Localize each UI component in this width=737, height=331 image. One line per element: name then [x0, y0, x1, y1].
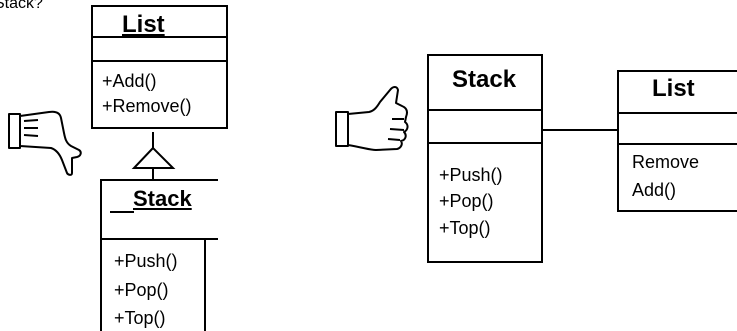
uml-class-stack	[427, 54, 543, 263]
caption-fragment: Stack?	[0, 0, 43, 12]
class-top-border	[100, 179, 218, 181]
class-divider	[427, 109, 543, 111]
method-remove: +Remove()	[102, 96, 192, 116]
association-line	[543, 129, 618, 131]
class-left-border	[100, 179, 102, 331]
method-remove: Remove	[632, 152, 700, 172]
method-pop: +Pop()	[114, 280, 169, 300]
class-divider	[100, 238, 218, 240]
class-divider	[617, 143, 737, 145]
class-right-border	[204, 238, 206, 331]
class-name-list: List	[652, 75, 695, 102]
method-top: +Top()	[439, 218, 491, 238]
uml-class-list-parent	[91, 5, 228, 129]
class-divider	[427, 142, 543, 144]
class-divider	[91, 60, 228, 62]
class-divider	[91, 36, 228, 38]
uml-class-list	[617, 70, 737, 212]
class-divider	[617, 112, 737, 114]
method-push: +Push()	[439, 165, 503, 185]
underline-extension	[110, 211, 134, 213]
method-top: +Top()	[114, 308, 166, 328]
class-name-stack: Stack	[133, 186, 192, 211]
method-add: +Add()	[102, 71, 157, 91]
class-name-stack: Stack	[452, 66, 517, 93]
method-pop: +Pop()	[439, 191, 494, 211]
class-name-list: List	[122, 11, 165, 38]
method-add: Add()	[632, 180, 677, 200]
method-push: +Push()	[114, 251, 178, 271]
